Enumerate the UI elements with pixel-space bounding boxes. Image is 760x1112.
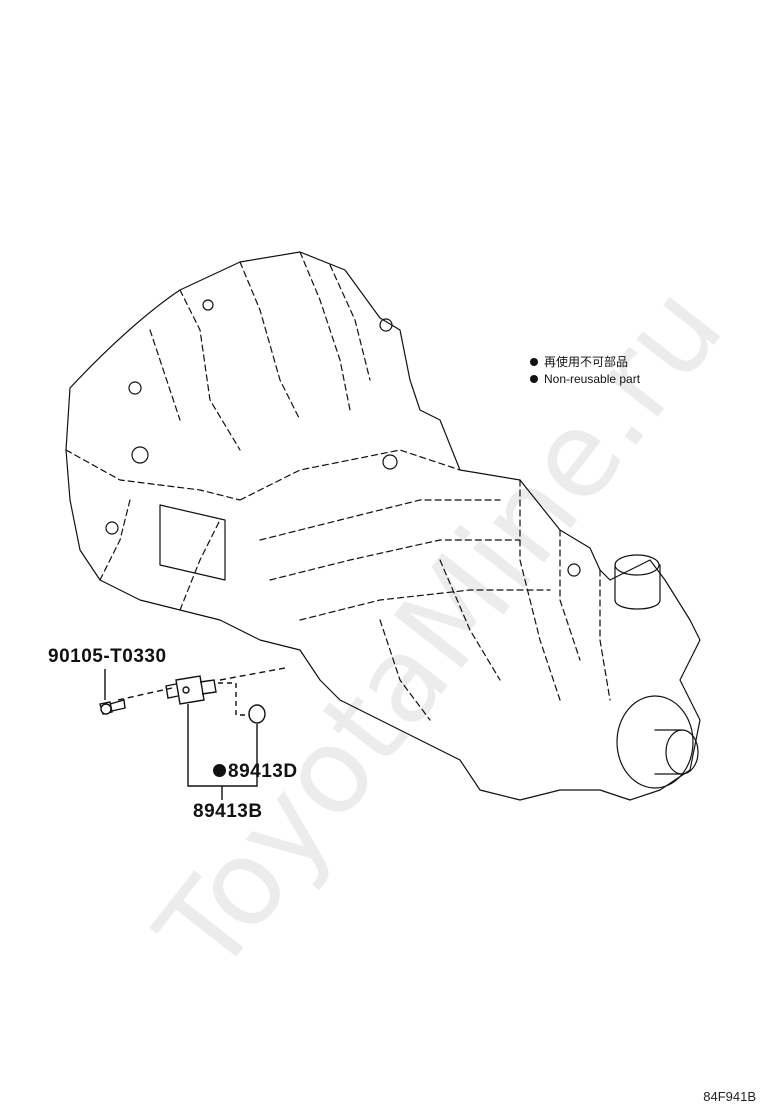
legend-dot-icon: [530, 375, 538, 383]
hidden-edge: [269, 539, 521, 581]
hidden-edge: [179, 519, 221, 611]
output-flange: [616, 695, 694, 789]
hidden-edge: [519, 479, 561, 701]
hidden-edge: [379, 619, 431, 721]
part-number-oring[interactable]: 89413D: [213, 761, 298, 783]
hidden-edge: [299, 251, 351, 411]
hidden-edge: [559, 529, 581, 661]
hidden-edge: [299, 589, 551, 621]
figure-code: 84F941B: [703, 1089, 756, 1104]
extension-port: [614, 554, 660, 576]
part-number-sensor[interactable]: 89413B: [193, 801, 263, 822]
side-cover: [159, 504, 226, 581]
legend-row-english: Non-reusable part: [530, 372, 640, 386]
legend-label-english: Non-reusable part: [544, 372, 641, 386]
oring-part: [248, 704, 266, 724]
hidden-edge: [65, 449, 241, 501]
hidden-edge: [179, 289, 241, 451]
extension-top: [614, 564, 661, 610]
hidden-edge: [149, 329, 181, 421]
part-number-bolt[interactable]: 90105-T0330: [48, 646, 167, 667]
legend-row-japanese: 再使用不可部品: [530, 353, 628, 370]
hidden-edge: [329, 264, 371, 381]
hidden-edge: [439, 559, 501, 681]
hidden-edge: [599, 569, 611, 701]
bolt-part: [99, 699, 126, 715]
mounting-line: [117, 667, 286, 701]
hidden-edge: [259, 499, 501, 541]
legend-label-japanese: 再使用不可部品: [544, 355, 629, 369]
hidden-edge: [239, 261, 301, 421]
hidden-edge: [239, 449, 461, 501]
hidden-edge: [99, 499, 131, 581]
non-reusable-dot-icon: [213, 764, 226, 778]
bell-housing: [65, 251, 701, 801]
speed-sensor-part: [165, 675, 217, 705]
oring-guide: [218, 682, 250, 716]
legend-dot-icon: [530, 357, 538, 366]
